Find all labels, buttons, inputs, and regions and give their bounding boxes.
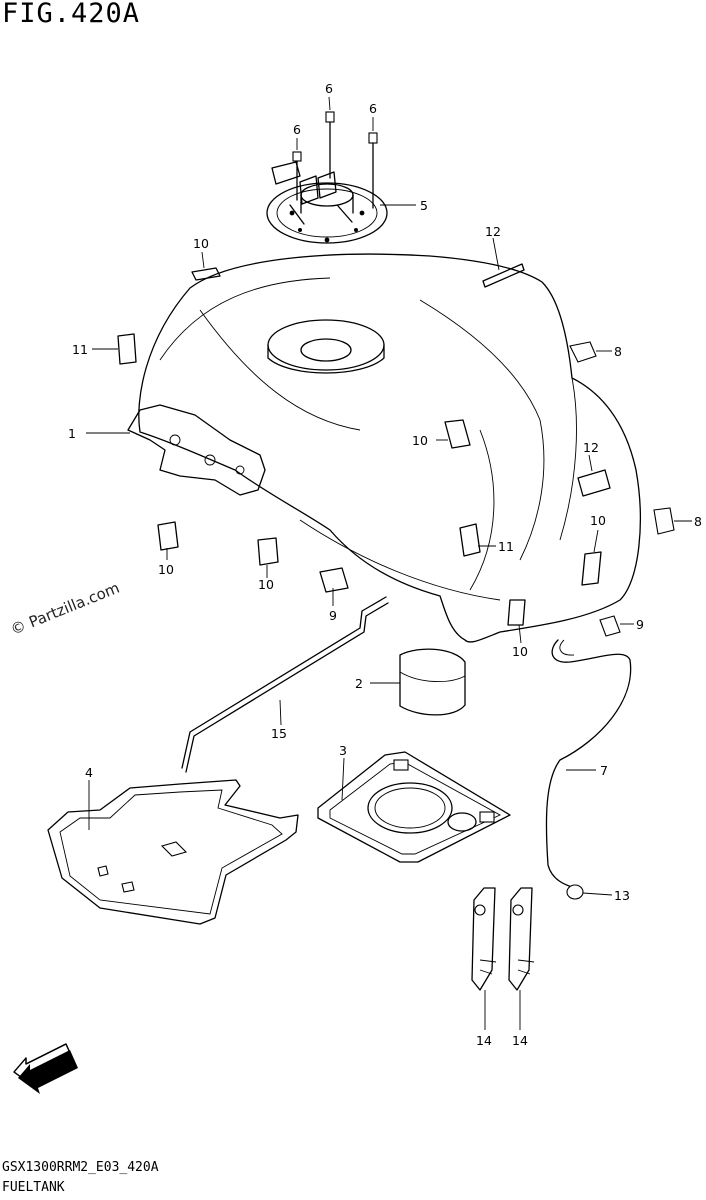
grommet-8-top[interactable] <box>569 341 597 363</box>
callout-8-right: 8 <box>694 514 702 529</box>
callout-11-left: 11 <box>72 342 88 357</box>
hose-7[interactable] <box>545 639 632 889</box>
callout-10-top: 10 <box>193 236 209 251</box>
fuel-pump-assembly[interactable] <box>266 161 388 244</box>
callout-10-front-mid: 10 <box>258 577 274 592</box>
strip-12-top[interactable] <box>482 263 525 288</box>
pad-10-top[interactable] <box>191 267 221 281</box>
bracket-14-left[interactable] <box>471 887 497 991</box>
leader-lines <box>86 96 692 1030</box>
callout-3: 3 <box>339 743 347 758</box>
callout-9-left: 9 <box>329 608 337 623</box>
callout-12-side: 12 <box>583 440 599 455</box>
callout-4: 4 <box>85 765 93 780</box>
drawing-code: GSX1300RRM2_E03_420A <box>2 1160 159 1175</box>
callout-13: 13 <box>614 888 630 903</box>
callout-12-top: 12 <box>485 224 501 239</box>
callout-6-center: 6 <box>325 81 333 96</box>
pad-10-right[interactable] <box>581 551 602 586</box>
fwd-arrow-icon: FWD <box>13 1043 78 1094</box>
callout-11-right: 11 <box>498 539 514 554</box>
pad-11-right[interactable] <box>459 523 481 557</box>
bolt-6-center[interactable] <box>325 111 335 179</box>
callout-10-rear: 10 <box>512 644 528 659</box>
callout-9-right: 9 <box>636 617 644 632</box>
pad-10-rear[interactable] <box>507 599 526 626</box>
callout-6-right: 6 <box>369 101 377 116</box>
drawing-name: FUELTANK <box>2 1180 65 1195</box>
grommet-8-right[interactable] <box>653 507 675 535</box>
callout-10-front-left: 10 <box>158 562 174 577</box>
callouts: 1 2 3 4 5 6 6 6 7 8 8 9 9 10 10 10 10 10… <box>68 81 702 1048</box>
callout-5: 5 <box>420 198 428 213</box>
callout-1: 1 <box>68 426 76 441</box>
bracket-14-right[interactable] <box>508 887 535 991</box>
callout-14-left: 14 <box>476 1033 492 1048</box>
pad-11-left[interactable] <box>117 333 137 365</box>
bolt-6-left[interactable] <box>292 151 302 201</box>
callout-2: 2 <box>355 676 363 691</box>
callout-14-right: 14 <box>512 1033 528 1048</box>
callout-6-left: 6 <box>293 122 301 137</box>
callout-7: 7 <box>600 763 608 778</box>
clip-9-right[interactable] <box>599 615 621 637</box>
strip-12-side[interactable] <box>577 469 611 497</box>
callout-10-right: 10 <box>590 513 606 528</box>
clip-9-left[interactable] <box>319 567 349 593</box>
callout-8-top: 8 <box>614 344 622 359</box>
pad-10-front-left[interactable] <box>157 521 179 551</box>
fuel-tank[interactable] <box>127 253 641 643</box>
bolt-6-right[interactable] <box>368 132 378 209</box>
callout-15: 15 <box>271 726 287 741</box>
pad-10-center[interactable] <box>444 419 471 449</box>
figure-title: FIG.420A <box>2 0 141 29</box>
pad-10-front-mid[interactable] <box>257 537 279 566</box>
rod-15[interactable] <box>181 596 389 773</box>
tray-4[interactable] <box>47 779 299 925</box>
hose-end-13[interactable] <box>566 884 584 900</box>
callout-10-center: 10 <box>412 433 428 448</box>
band-2[interactable] <box>399 648 466 716</box>
plate-3[interactable] <box>317 751 511 863</box>
